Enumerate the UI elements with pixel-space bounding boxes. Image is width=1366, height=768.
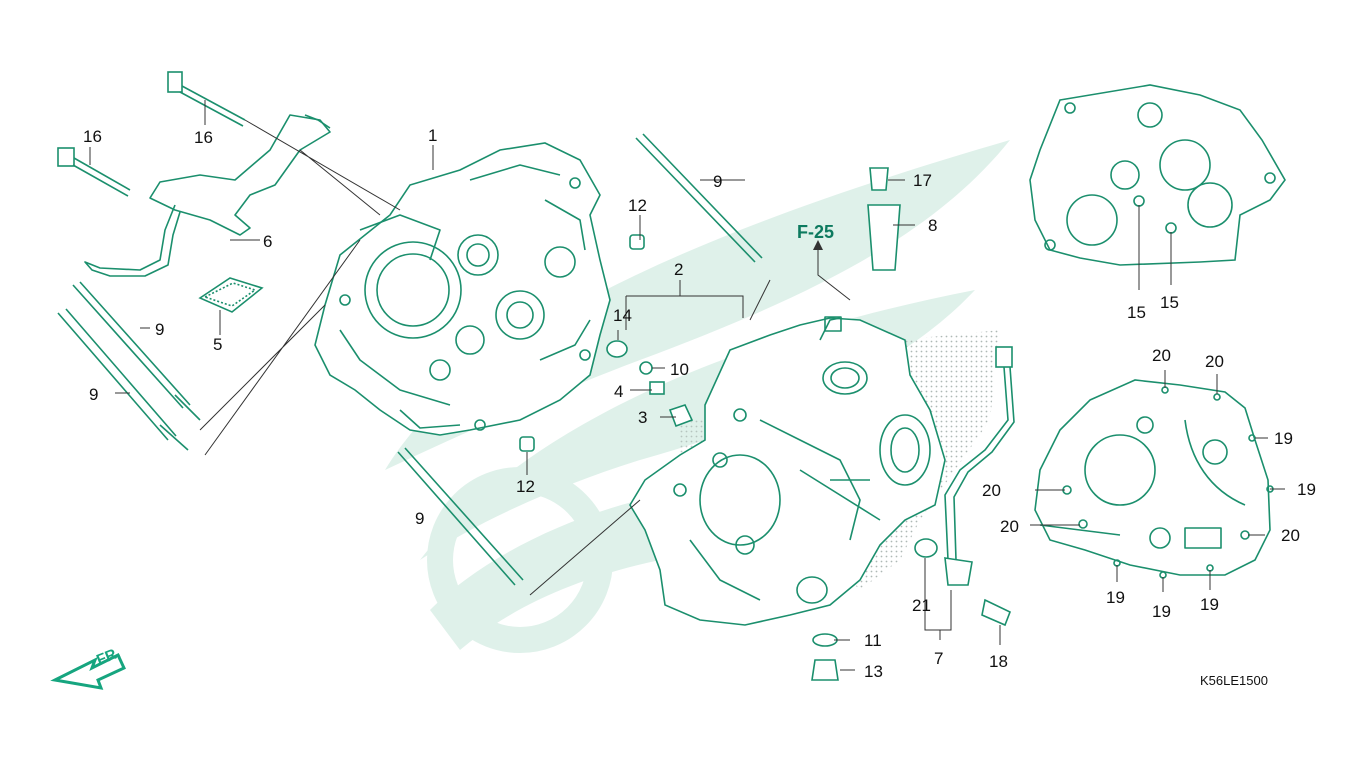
stud-9-left-a [72,281,201,421]
washer-11 [812,633,838,647]
callout-19-e: 19 [1200,595,1219,614]
callout-6: 6 [263,232,272,251]
callout-4: 4 [614,382,623,401]
callout-labels: 1 2 3 4 5 6 7 8 9 9 9 9 10 11 12 12 13 1… [83,126,1316,681]
callout-16-b: 16 [194,128,213,147]
stud-9-left-b [57,308,189,451]
reference-f25: F-25 [797,222,834,242]
drain-bolt-13 [811,659,839,681]
callout-17: 17 [913,171,932,190]
callout-9-b: 9 [89,385,98,404]
callout-18: 18 [989,652,1008,671]
callout-14: 14 [613,306,632,325]
callout-7: 7 [934,649,943,668]
callout-19-a: 19 [1274,429,1293,448]
bolt-16-lower [57,147,131,197]
callout-13: 13 [864,662,883,681]
breather-bracket [84,114,331,277]
bolt-18 [981,598,1012,627]
callout-12-b: 12 [516,477,535,496]
callout-11: 11 [864,631,882,650]
front-arrow-icon [50,652,126,690]
callout-1: 1 [428,126,437,145]
diagram-code: K56LE1500 [1200,673,1268,688]
callout-12-a: 12 [628,196,647,215]
o-ring-14 [606,340,628,358]
callout-9-d: 9 [415,509,424,528]
washer-10 [639,361,653,375]
stud-9-bottom [397,447,524,586]
callout-5: 5 [213,335,222,354]
callout-15-b: 15 [1160,293,1179,312]
callout-20-d: 20 [1000,517,1019,536]
gasket-15 [1029,84,1286,266]
callout-2: 2 [674,260,683,279]
callout-9-a: 9 [155,320,164,339]
callout-20-e: 20 [1281,526,1300,545]
leader-lines [89,100,1285,671]
callout-9-c: 9 [713,172,722,191]
callout-20-c: 20 [982,481,1001,500]
right-crankcase [629,316,946,626]
oil-strainer [198,277,264,313]
callout-3: 3 [638,408,647,427]
spring-4 [649,381,665,395]
oil-filler-8 [867,204,901,271]
callout-19-c: 19 [1106,588,1125,607]
callout-15-a: 15 [1127,303,1146,322]
callout-21: 21 [912,596,931,615]
callout-19-b: 19 [1297,480,1316,499]
plunger-3 [668,404,694,428]
callout-10: 10 [670,360,689,379]
o-ring-21 [914,538,938,558]
callout-19-d: 19 [1152,602,1171,621]
callout-20-a: 20 [1152,346,1171,365]
stud-9-top [635,133,763,263]
dowel-pin-12-upper [629,234,645,250]
bolt-17 [869,167,889,191]
bolt-16-upper [167,71,246,127]
callout-16-a: 16 [83,127,102,146]
neutral-switch-7 [944,346,1015,586]
gasket-19-20 [1034,379,1274,579]
callout-8: 8 [928,216,937,235]
left-crankcase [314,142,611,436]
ref-arrow-icon [813,240,823,250]
dowel-pin-12-lower [519,436,535,452]
callout-20-b: 20 [1205,352,1224,371]
